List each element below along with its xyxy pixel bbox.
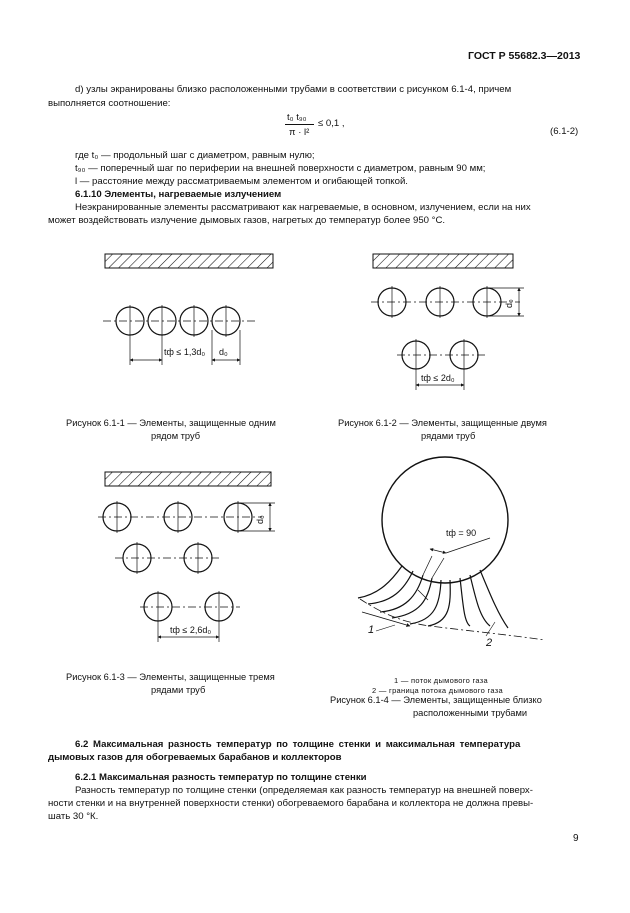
fig4-label-1: 1: [368, 624, 374, 636]
fig1-diameter-label: d₀: [219, 347, 228, 357]
figure-6-1-3: d₀ tф ≤ 2,6d₀: [98, 471, 275, 642]
fig4-legend-1: 1 — поток дымового газа: [394, 676, 488, 685]
fig3-diameter-label: d₀: [255, 515, 265, 524]
fig3-caption-line2: рядами труб: [151, 685, 206, 695]
formula-denominator: π · l²: [289, 127, 310, 138]
section-6-2-line2: дымовых газов для обогреваемых барабанов…: [48, 752, 342, 763]
fig4-pitch-label: tф = 90: [446, 528, 476, 538]
para-d-line2: выполняется соотношение:: [48, 98, 171, 109]
fig4-legend-2: 2 — граница потока дымового газа: [372, 686, 503, 695]
section-6-1-10-heading: 6.1.10 Элементы, нагреваемые излучением: [75, 189, 282, 200]
formula-fraction-bar: [285, 124, 314, 125]
formula-numerator: t₀ t₉₀: [287, 112, 307, 123]
fig1-caption-line1: Рисунок 6.1-1 — Элементы, защищенные одн…: [66, 418, 276, 428]
drum: [381, 456, 509, 584]
fig4-caption-line1: Рисунок 6.1-4 — Элементы, защищенные бли…: [330, 695, 542, 705]
figure-6-1-4: tф = 90 1 2: [357, 456, 546, 649]
section-6-1-10-line2: может воздействовать излучение дымовых г…: [48, 215, 446, 226]
figure-6-1-1: tф ≤ 1,3d₀ d₀: [103, 253, 274, 365]
section-6-2-line1: 6.2 Максимальная разность температур по …: [75, 739, 521, 750]
formula-number: (6.1-2): [550, 126, 579, 137]
fig4-label-2: 2: [485, 637, 492, 649]
where-line-3: l — расстояние между рассматриваемым эле…: [75, 176, 408, 187]
wall-hatch: [104, 253, 274, 269]
fig3-pitch-label: tф ≤ 2,6d₀: [170, 625, 211, 635]
formula-relation: ≤ 0,1 ,: [318, 118, 345, 129]
fig1-caption-line2: рядом труб: [151, 431, 201, 441]
fig1-pitch-label: tф ≤ 1,3d₀: [164, 347, 205, 357]
section-6-2-1-line3: шать 30 °К.: [48, 811, 99, 822]
document-code: ГОСТ Р 55682.3—2013: [468, 50, 581, 62]
fig2-pitch-label: tф ≤ 2d₀: [421, 373, 455, 383]
wall-hatch: [372, 253, 514, 269]
para-d-line1: d) узлы экранированы близко расположенны…: [75, 84, 512, 95]
section-6-2-1-heading: 6.2.1 Максимальная разность температур п…: [75, 772, 367, 783]
fig4-caption-line2: расположенными трубами: [413, 708, 528, 718]
section-6-2-1-line2: ности стенки и на внутренней поверхности…: [48, 798, 534, 809]
where-line-1: где t₀ — продольный шаг с диаметром, рав…: [75, 150, 315, 161]
where-line-2: t₉₀ — поперечный шаг по периферии на вне…: [75, 163, 486, 174]
fig2-diameter-label: d₀: [504, 299, 514, 308]
fig3-caption-line1: Рисунок 6.1-3 — Элементы, защищенные тре…: [66, 672, 275, 682]
page-number: 9: [573, 833, 579, 844]
fig2-caption-line2: рядами труб: [421, 431, 476, 441]
section-6-2-1-line1: Разность температур по толщине стенки (о…: [75, 785, 533, 796]
section-6-1-10-line1: Неэкранированные элементы рассматривают …: [75, 202, 531, 213]
wall-hatch: [104, 471, 272, 487]
figure-6-1-2: d₀ tф ≤ 2d₀: [371, 253, 524, 390]
fig2-caption-line1: Рисунок 6.1-2 — Элементы, защищенные дву…: [338, 418, 547, 428]
